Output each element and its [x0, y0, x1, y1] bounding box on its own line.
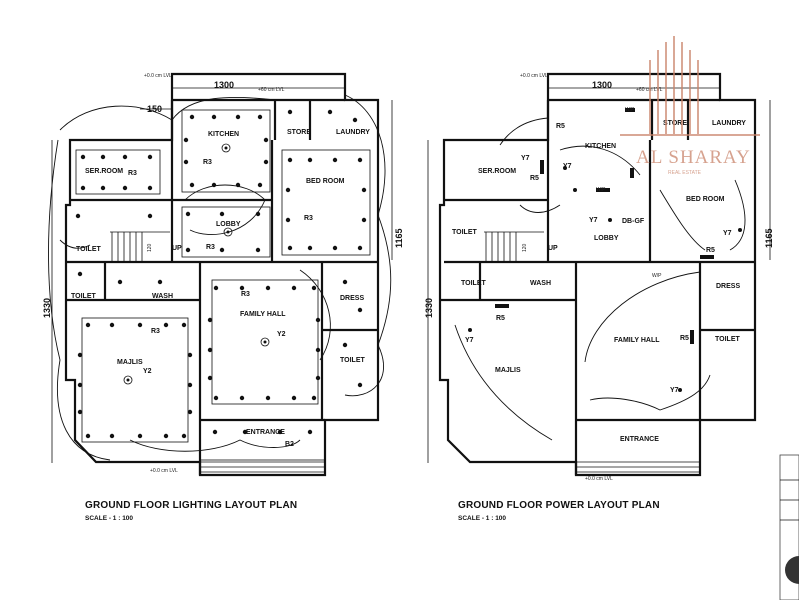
power-room-majlis: MAJLIS [495, 367, 521, 374]
lighting-room-toilet-a: TOILET [76, 246, 101, 253]
power-code-y7: Y7 [589, 217, 598, 224]
lighting-room-toilet-b: TOILET [71, 293, 96, 300]
lighting-code-r3: R3 [203, 159, 212, 166]
power-room-bed-room: BED ROOM [686, 196, 725, 203]
lighting-code-r3: R3 [206, 244, 215, 251]
lighting-room-majlis: MAJLIS [117, 359, 143, 366]
lighting-room-lobby: LOBBY [216, 221, 241, 228]
power-room-laundry: LAUNDRY [712, 120, 746, 127]
lighting-room-entrance: ENTRANCE [246, 429, 285, 436]
power-room-dress: DRESS [716, 283, 740, 290]
power-room-toilet-a: TOILET [452, 229, 477, 236]
power-room-toilet-c: TOILET [715, 336, 740, 343]
lighting-fixtures [75, 109, 367, 439]
power-room-entrance: ENTRANCE [620, 436, 659, 443]
power-code-r5: R5 [556, 123, 565, 130]
power-room-lobby: LOBBY [594, 235, 619, 242]
power-level-bottom: +0.0 cm LVL [585, 476, 613, 482]
power-code-r5: R5 [680, 335, 689, 342]
watermark-name: AL SHARAY [636, 147, 751, 168]
power-stair-width: 120 [522, 243, 528, 252]
lighting-code-r3: R3 [241, 291, 250, 298]
power-level-top: +0.0 cm LVL [520, 73, 548, 79]
lighting-room-family-hall: FAMILY HALL [240, 311, 286, 318]
lighting-fans [123, 143, 270, 385]
lighting-code-r3: R3 [151, 328, 160, 335]
lighting-code-b2: B2 [285, 441, 294, 448]
watermark-sub: REAL ESTATE [668, 170, 701, 176]
lighting-plan-title: GROUND FLOOR LIGHTING LAYOUT PLAN [85, 500, 298, 511]
lighting-room-toilet-c: TOILET [340, 357, 365, 364]
power-plan-scale: SCALE - 1 : 100 [458, 515, 507, 522]
power-dim-top: 1300 [592, 80, 612, 90]
power-code-db: DB-GF [622, 218, 645, 225]
corner-thumbnail [779, 454, 799, 600]
lighting-room-dress: DRESS [340, 295, 364, 302]
lighting-stair-up: UP [172, 245, 182, 252]
lighting-code-y2: Y2 [143, 368, 152, 375]
lighting-stair-width: 120 [147, 243, 153, 252]
power-code-y7: Y7 [521, 155, 530, 162]
lighting-plan-scale: SCALE - 1 : 100 [85, 515, 134, 522]
lighting-room-laundry: LAUNDRY [336, 129, 370, 136]
lighting-room-ser-room: SER.ROOM [85, 168, 123, 175]
power-points [468, 108, 742, 392]
power-room-ser-room: SER.ROOM [478, 168, 516, 175]
power-plan: 1300 +0.0 cm LVL +60 cm LVL 1330 1165 [424, 72, 774, 482]
lighting-room-kitchen: KITCHEN [208, 131, 239, 138]
power-plan-title: GROUND FLOOR POWER LAYOUT PLAN [458, 500, 660, 511]
power-room-wash: WASH [530, 280, 551, 287]
lighting-dim-left: 1330 [42, 298, 52, 318]
power-code-wp: W/P [652, 273, 662, 279]
power-code-y7: Y7 [723, 230, 732, 237]
power-stair-up: UP [548, 245, 558, 252]
lighting-dim-right: 1165 [394, 228, 404, 248]
lighting-level-top2: +60 cm LVL [258, 87, 285, 93]
watermark-logo [620, 36, 760, 136]
lighting-level-top: +0.0 cm LVL [144, 73, 172, 79]
lighting-plan: 1300 +0.0 cm LVL +60 cm LVL 150 1330 116… [42, 72, 404, 477]
power-code-r5: R5 [530, 175, 539, 182]
lighting-room-store: STORE [287, 129, 311, 136]
power-room-store: STORE [663, 120, 687, 127]
power-code-r5: R5 [706, 247, 715, 254]
power-code-y7: Y7 [465, 337, 474, 344]
lighting-code-y2: Y2 [277, 331, 286, 338]
lighting-code-r3: R3 [304, 215, 313, 222]
lighting-level-bottom: +0.0 cm LVL [150, 468, 178, 474]
power-code-r5: R5 [496, 315, 505, 322]
power-code-y7: Y7 [563, 163, 572, 170]
lighting-dim-top: 1300 [214, 80, 234, 90]
power-code-y7: Y7 [670, 387, 679, 394]
power-dim-right: 1165 [764, 228, 774, 248]
power-code-wp: W/P [596, 187, 606, 193]
power-code-wp: W/P [625, 107, 635, 113]
power-room-kitchen: KITCHEN [585, 143, 616, 150]
lighting-code-r3: R3 [128, 170, 137, 177]
lighting-room-wash: WASH [152, 293, 173, 300]
lighting-room-bed-room: BED ROOM [306, 178, 345, 185]
lighting-dim-sub: 150 [147, 104, 162, 114]
power-room-toilet-b: TOILET [461, 280, 486, 287]
power-room-family-hall: FAMILY HALL [614, 337, 660, 344]
power-dim-left: 1330 [424, 298, 434, 318]
